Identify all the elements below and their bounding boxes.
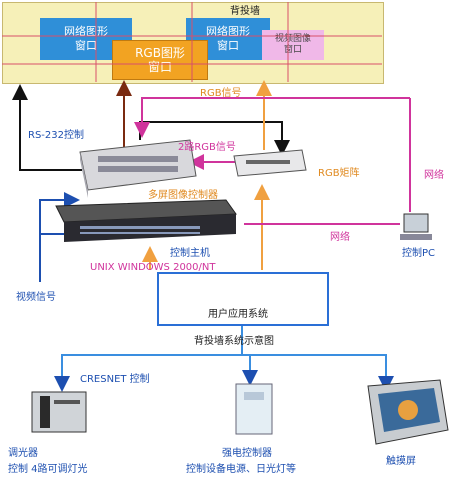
rs232-wire <box>12 84 82 171</box>
diagram-caption: 背投墙系统示意图 <box>194 336 274 347</box>
rgb2-label: 2路RGB信号 <box>178 142 236 153</box>
network-right-label: 网络 <box>424 170 444 181</box>
touch-title: 触摸屏 <box>386 456 416 467</box>
video-signal-wire <box>39 192 80 282</box>
dimmer-desc: 控制 4路可调灯光 <box>8 464 88 475</box>
rgb-matrix-label: RGB矩阵 <box>318 168 360 179</box>
cresnet-label: CRESNET 控制 <box>80 374 150 385</box>
power-controller-device <box>235 383 273 435</box>
network-mid-label: 网络 <box>330 232 350 243</box>
power-desc: 控制设备电源、日光灯等 <box>186 464 296 475</box>
host-label: 控制主机 <box>170 248 210 259</box>
wall-title: 背投墙 <box>230 6 260 17</box>
rgb-signal-label: RGB信号 <box>200 88 242 99</box>
control-pc-label: 控制PC <box>402 248 436 259</box>
power-title: 强电控制器 <box>222 448 272 459</box>
video-window: 视频图像 窗口 <box>262 30 324 60</box>
network-top-wire <box>134 97 410 138</box>
network-window-left: 网络图形 窗口 <box>40 18 132 60</box>
user-system-box <box>157 272 329 326</box>
dimmer-device <box>31 391 87 433</box>
dimmer-title: 调光器 <box>8 448 38 459</box>
rgb-matrix-device <box>233 149 307 177</box>
user-system-label: 用户应用系统 <box>208 309 268 320</box>
control-pc <box>400 213 432 240</box>
multi-screen-controller <box>79 139 197 198</box>
rs232-label: RS-232控制 <box>28 130 84 141</box>
video-signal-label: 视频信号 <box>16 292 56 303</box>
os-label: UNIX WINDOWS 2000/NT <box>90 262 216 273</box>
touch-screen-device <box>367 379 449 445</box>
wall-grid <box>2 2 382 82</box>
multi-controller-label: 多屏图像控制器 <box>148 190 218 201</box>
control-host <box>55 199 237 242</box>
